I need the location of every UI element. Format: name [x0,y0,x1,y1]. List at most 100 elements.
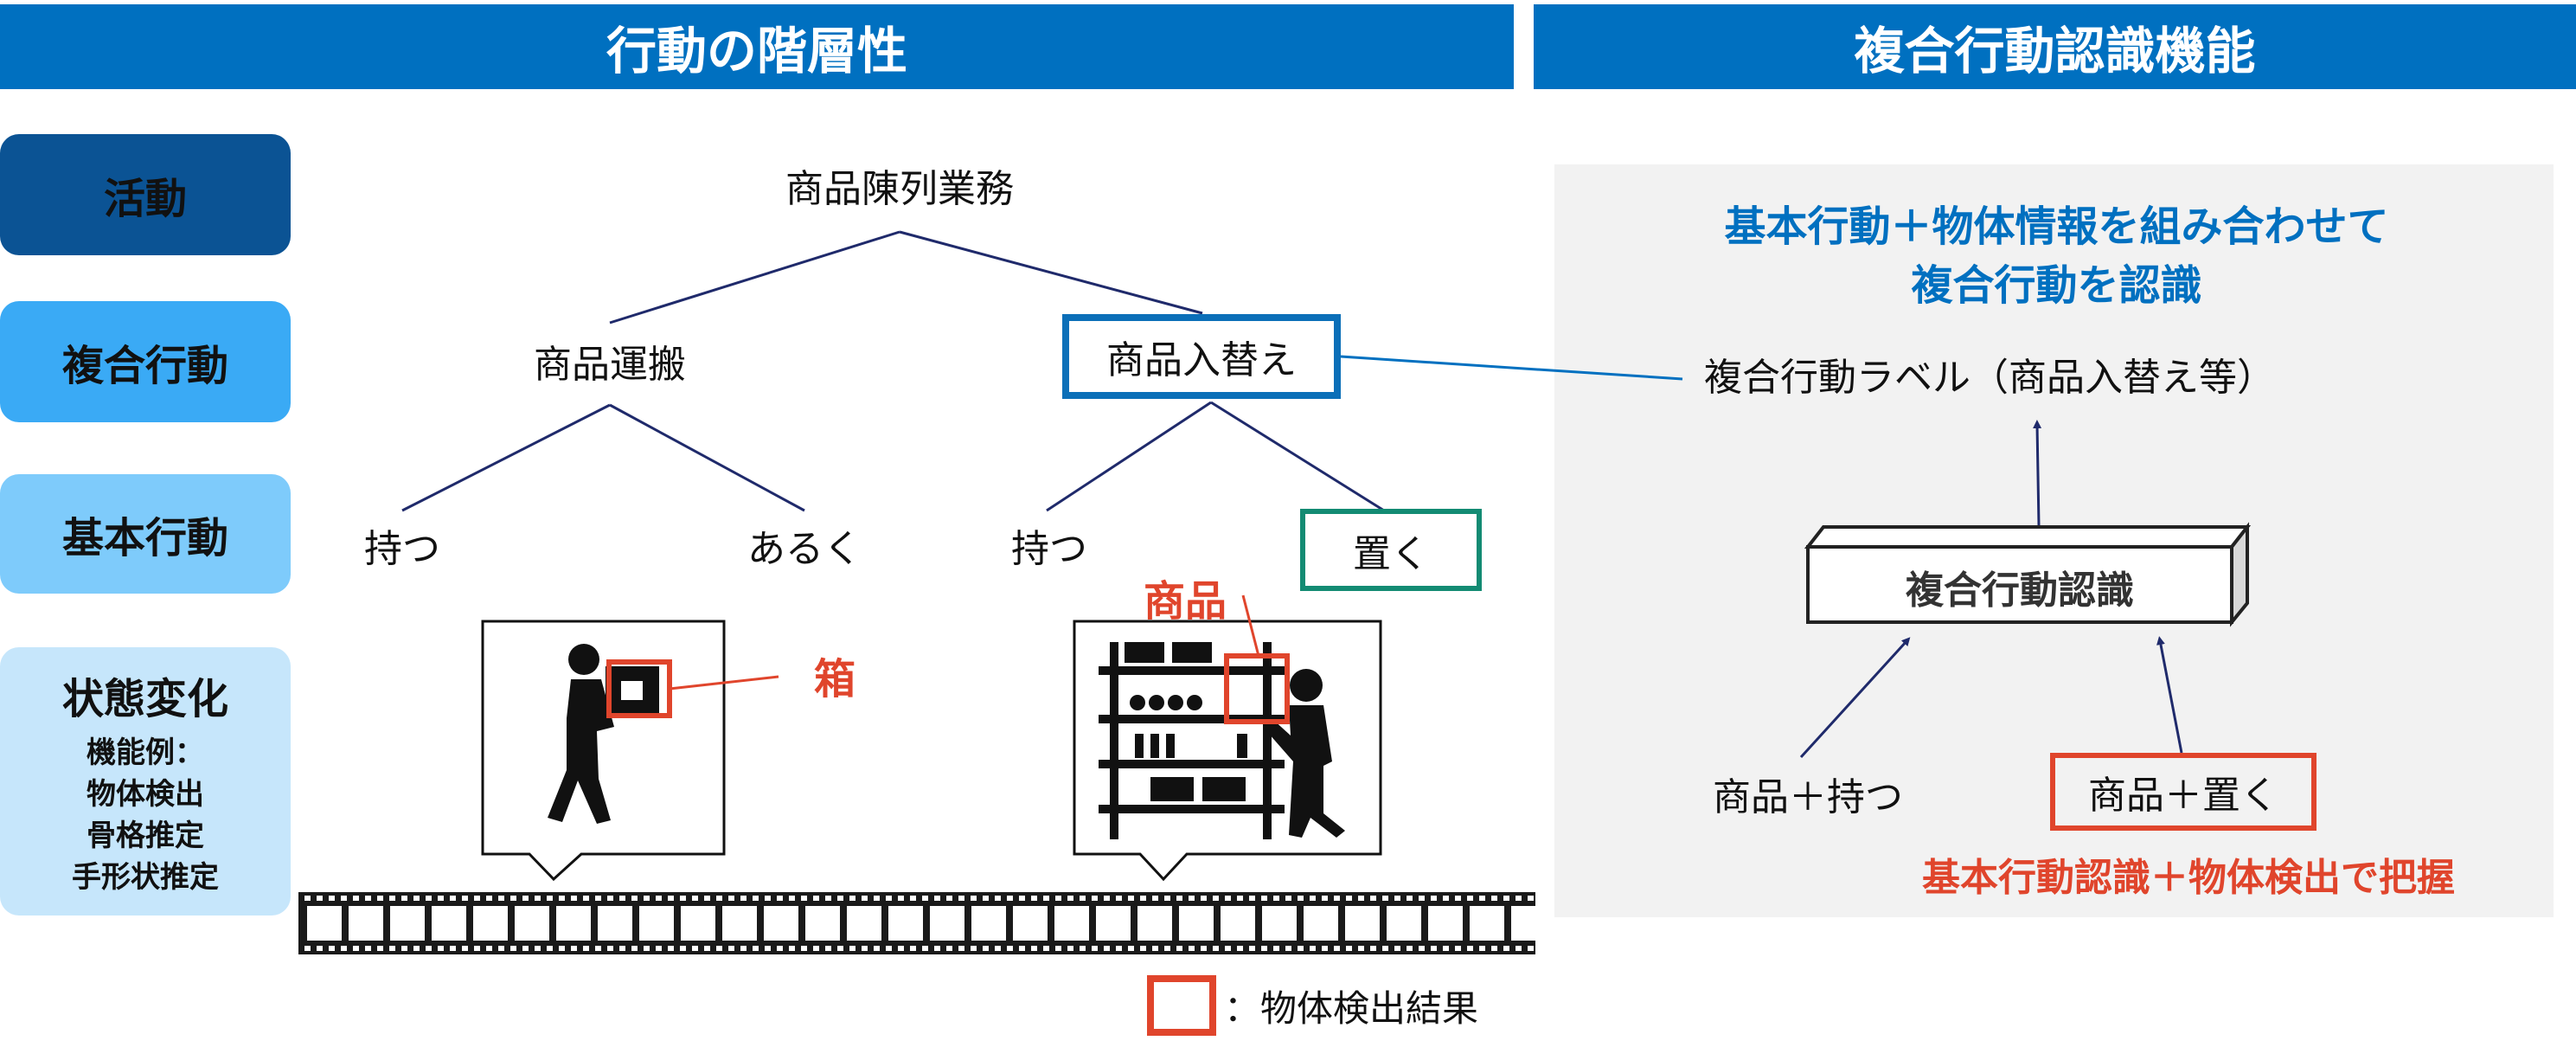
film-perforation [1067,946,1073,951]
film-perforation [765,896,771,901]
film-perforation [1298,946,1304,951]
film-perforation [1322,896,1328,901]
legend-text: ：物体検出結果 [1224,987,1479,1030]
film-perforation [401,896,407,901]
level-activity: 活動 [0,134,291,255]
film-perforation [983,946,989,951]
tree-node-compound-transport: 商品運搬 [534,343,686,387]
film-perforation [595,946,601,951]
film-perforation [801,896,807,901]
film-perforation [728,896,734,901]
film-frame [681,906,715,941]
film-perforation [619,896,625,901]
film-perforation [813,896,819,901]
film-perforation [413,896,420,901]
film-perforation [1140,946,1146,951]
film-frame [1387,906,1421,941]
function-example-item: 骨格推定 [87,819,204,853]
film-perforation [716,946,722,951]
film-perforation [498,946,504,951]
tree-edge [401,403,611,512]
film-perforation [728,946,734,951]
film-perforation [898,896,904,901]
film-perforation [1285,896,1291,901]
film-perforation [1334,946,1340,951]
film-perforation [1128,946,1134,951]
film-frame [722,906,757,941]
film-perforation [1382,896,1388,901]
level-compound: 複合行動 [0,301,291,422]
film-perforation [837,896,843,901]
tree-node-activity: 商品陳列業務 [785,167,1014,211]
film-perforation [680,896,686,901]
scene-callout-shelf [1073,594,1382,882]
film-perforation [1479,896,1485,901]
film-perforation [1092,896,1098,901]
tree-node-compound-replace-label: 商品入替え [1106,338,1297,382]
film-perforation [547,946,553,951]
level-state-label: 状態変化 [61,675,228,723]
film-perforation [1152,896,1158,901]
film-perforation [1007,946,1013,951]
film-perforation [426,896,432,901]
module-box [1804,522,2252,627]
film-perforation [1479,946,1485,951]
film-perforation [825,896,831,901]
film-perforation [1225,946,1231,951]
film-perforation [1298,896,1304,901]
film-perforation [910,896,916,901]
film-perforation [1225,896,1231,901]
film-perforation [607,896,613,901]
film-perforation [1491,946,1497,951]
film-perforation [692,896,698,901]
film-perforation [1201,896,1207,901]
film-perforation [1419,896,1425,901]
film-perforation [1213,946,1219,951]
film-frame [1345,906,1380,941]
film-perforation [571,896,577,901]
film-perforation [1334,896,1340,901]
film-perforation [426,946,432,951]
film-perforation [1322,946,1328,951]
film-perforation [1176,946,1182,951]
film-frame [556,906,591,941]
level-compound-label: 複合行動 [61,342,228,390]
film-perforation [1443,946,1449,951]
film-perforation [910,946,916,951]
function-examples-title: 機能例： [87,736,204,770]
panel-headline-line1: 基本行動＋物体情報を組み合わせて [1724,202,2389,251]
film-perforation [365,946,371,951]
film-perforation [958,896,964,901]
tree-node-basic-walk: あるく [747,527,862,571]
film-frame [390,906,425,941]
film-perforation [583,896,589,901]
film-frame [971,906,1006,941]
film-perforation [547,896,553,901]
film-perforation [789,946,795,951]
film-perforation [389,946,395,951]
film-perforation [1080,896,1086,901]
film-frame [847,906,881,941]
film-perforation [1261,896,1267,901]
film-perforation [680,946,686,951]
film-perforation [329,946,335,951]
film-perforation [922,946,928,951]
film-perforation [1189,896,1195,901]
film-perforation [1491,896,1497,901]
arrow-to-label [2033,420,2042,526]
input-product-place-label: 商品＋置く [2088,774,2278,818]
film-perforation [777,896,783,901]
film-perforation [704,896,710,901]
film-perforation [644,946,650,951]
film-perforation [777,946,783,951]
film-perforation [971,946,977,951]
film-perforation [619,946,625,951]
film-frame [1262,906,1297,941]
film-frame [598,906,632,941]
film-perforation [1503,896,1509,901]
film-perforation [522,896,529,901]
film-perforation [1007,896,1013,901]
film-frame [1428,906,1463,941]
film-perforation [1419,946,1425,951]
film-perforation [765,946,771,951]
